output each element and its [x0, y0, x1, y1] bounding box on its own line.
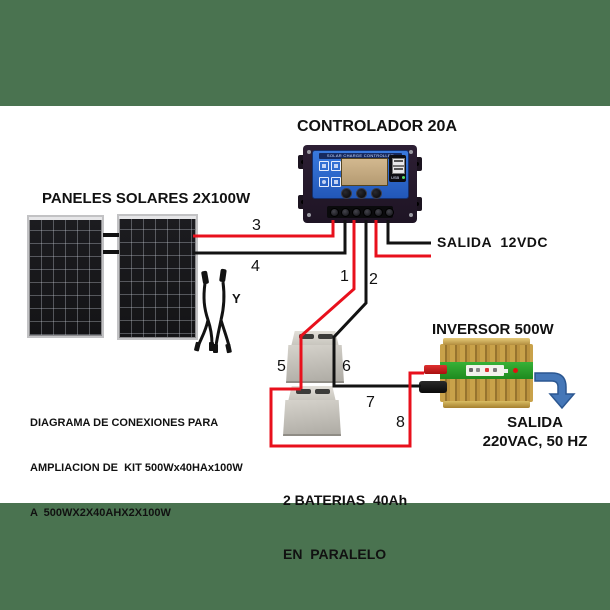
dc-input-plug-black: [419, 381, 447, 393]
mount-ear: [412, 197, 422, 211]
terminal-strip: [327, 206, 394, 218]
usb-led: [402, 176, 405, 179]
battery-caption-line1: 2 BATERIAS 40Ah: [283, 492, 408, 508]
panel-frame-edge: [119, 216, 196, 219]
battery-caption-line2: EN PARALELO: [283, 546, 387, 562]
terminal-load-minus: [385, 208, 394, 217]
up-button: [356, 188, 367, 199]
panel-icon: [319, 161, 329, 171]
ac-output-line1: SALIDA: [507, 414, 563, 431]
panel-frame-edge: [29, 217, 102, 220]
screw: [307, 150, 311, 154]
battery-terminal: [318, 334, 333, 339]
note-line2: AMPLIACION DE KIT 500Wx40HAx100W: [30, 462, 243, 474]
wire-3-pv-positive: [193, 220, 335, 238]
battery-terminal: [315, 389, 330, 394]
note-line1: DIAGRAMA DE CONEXIONES PARA: [30, 417, 219, 429]
down-button: [371, 188, 382, 199]
terminal-pv-minus: [341, 208, 350, 217]
mc4-connector-icon: [225, 343, 232, 354]
note-line3: A 500WX2X40AHX2X100W: [30, 507, 171, 519]
sun-icon: [319, 177, 329, 187]
controller-faceplate: SOLAR CHARGE CONTROLLER USB: [312, 150, 409, 199]
inverter-label-band: [440, 362, 533, 379]
inverter-top-cap: [443, 338, 530, 345]
wire-label-8: 8: [396, 414, 405, 431]
mc4-connector-icon: [219, 268, 227, 283]
terminal-bat-minus: [363, 208, 372, 217]
y-cable-1: [197, 282, 214, 345]
solar-panel-left: [27, 215, 104, 338]
sticker-mark: [493, 368, 497, 372]
terminal-pv-plus: [330, 208, 339, 217]
wire-load-negative: [386, 220, 431, 245]
inverter-bottom-cap: [443, 401, 530, 408]
wire-1-battery-positive: [299, 220, 356, 389]
battery-terminal: [299, 334, 314, 339]
power-led: [513, 368, 518, 373]
mc4-connector-icon: [201, 270, 209, 285]
terminal-load-plus: [374, 208, 383, 217]
wire-label-5: 5: [277, 358, 286, 375]
wire-label-2: 2: [369, 271, 378, 288]
wire-5-8-inverter-positive: [269, 371, 424, 448]
usb-ports: USB: [389, 155, 406, 182]
top-green-band: [0, 0, 610, 106]
wire-label-6: 6: [342, 358, 351, 375]
dc-output-label: SALIDA 12VDC: [437, 234, 549, 250]
screw: [307, 213, 311, 217]
dc-input-plug-red: [424, 365, 447, 374]
mc4-connector-icon: [209, 342, 214, 351]
wire-2-6-7-battery-negative: [332, 220, 421, 388]
screw: [409, 213, 413, 217]
sticker-mark: [485, 368, 489, 372]
terminal-bat-plus: [352, 208, 361, 217]
sticker-mark: [476, 368, 480, 372]
battery-icon: [331, 161, 341, 171]
ac-output-line2: 220VAC, 50 HZ: [482, 433, 588, 450]
screw: [409, 150, 413, 154]
wire-label-4: 4: [251, 258, 260, 275]
controller-lcd: [341, 158, 388, 186]
mc4-connector-icon: [194, 341, 201, 352]
inverter-title: INVERSOR 500W: [432, 321, 554, 338]
diagram-note: DIAGRAMA DE CONEXIONES PARA AMPLIACION D…: [30, 386, 243, 551]
ac-output-label: SALIDA 220VAC, 50 HZ: [455, 414, 610, 450]
wire-label-7: 7: [366, 394, 375, 411]
bottom-green-band: [0, 503, 610, 610]
ac-output-arrow-icon: [534, 372, 576, 410]
inverter: [419, 338, 533, 408]
mc4-connector-icon: [213, 344, 218, 353]
wire-4-pv-negative: [193, 220, 347, 255]
controller-body: SOLAR CHARGE CONTROLLER USB: [303, 145, 417, 223]
solar-panel-right: [117, 214, 198, 340]
lock-icon: [331, 177, 341, 187]
menu-button: [341, 188, 352, 199]
y-cable-2: [214, 281, 231, 347]
inverter-spec-sticker: [466, 365, 504, 376]
panels-title: PANELES SOLARES 2X100W: [42, 190, 251, 207]
power-switch: [504, 369, 508, 373]
wire-label-3: 3: [252, 217, 261, 234]
usb-label: USB: [391, 175, 400, 180]
usb-port-icon: [392, 158, 405, 166]
y-adapter-label: Y: [232, 291, 241, 306]
charge-controller: SOLAR CHARGE CONTROLLER USB: [296, 143, 424, 225]
usb-port-icon: [392, 166, 405, 174]
y-adapter-cables: [194, 268, 232, 354]
battery-case: [283, 400, 341, 436]
sticker-mark: [469, 368, 473, 372]
controller-title: CONTROLADOR 20A: [297, 118, 458, 135]
controller-header-text: SOLAR CHARGE CONTROLLER: [319, 153, 402, 159]
battery-terminal: [296, 389, 311, 394]
wire-label-1: 1: [340, 268, 349, 285]
wire-load-positive: [374, 220, 431, 258]
mount-ear: [412, 157, 422, 171]
battery-caption: 2 BATERIAS 40Ah EN PARALELO: [283, 455, 407, 599]
